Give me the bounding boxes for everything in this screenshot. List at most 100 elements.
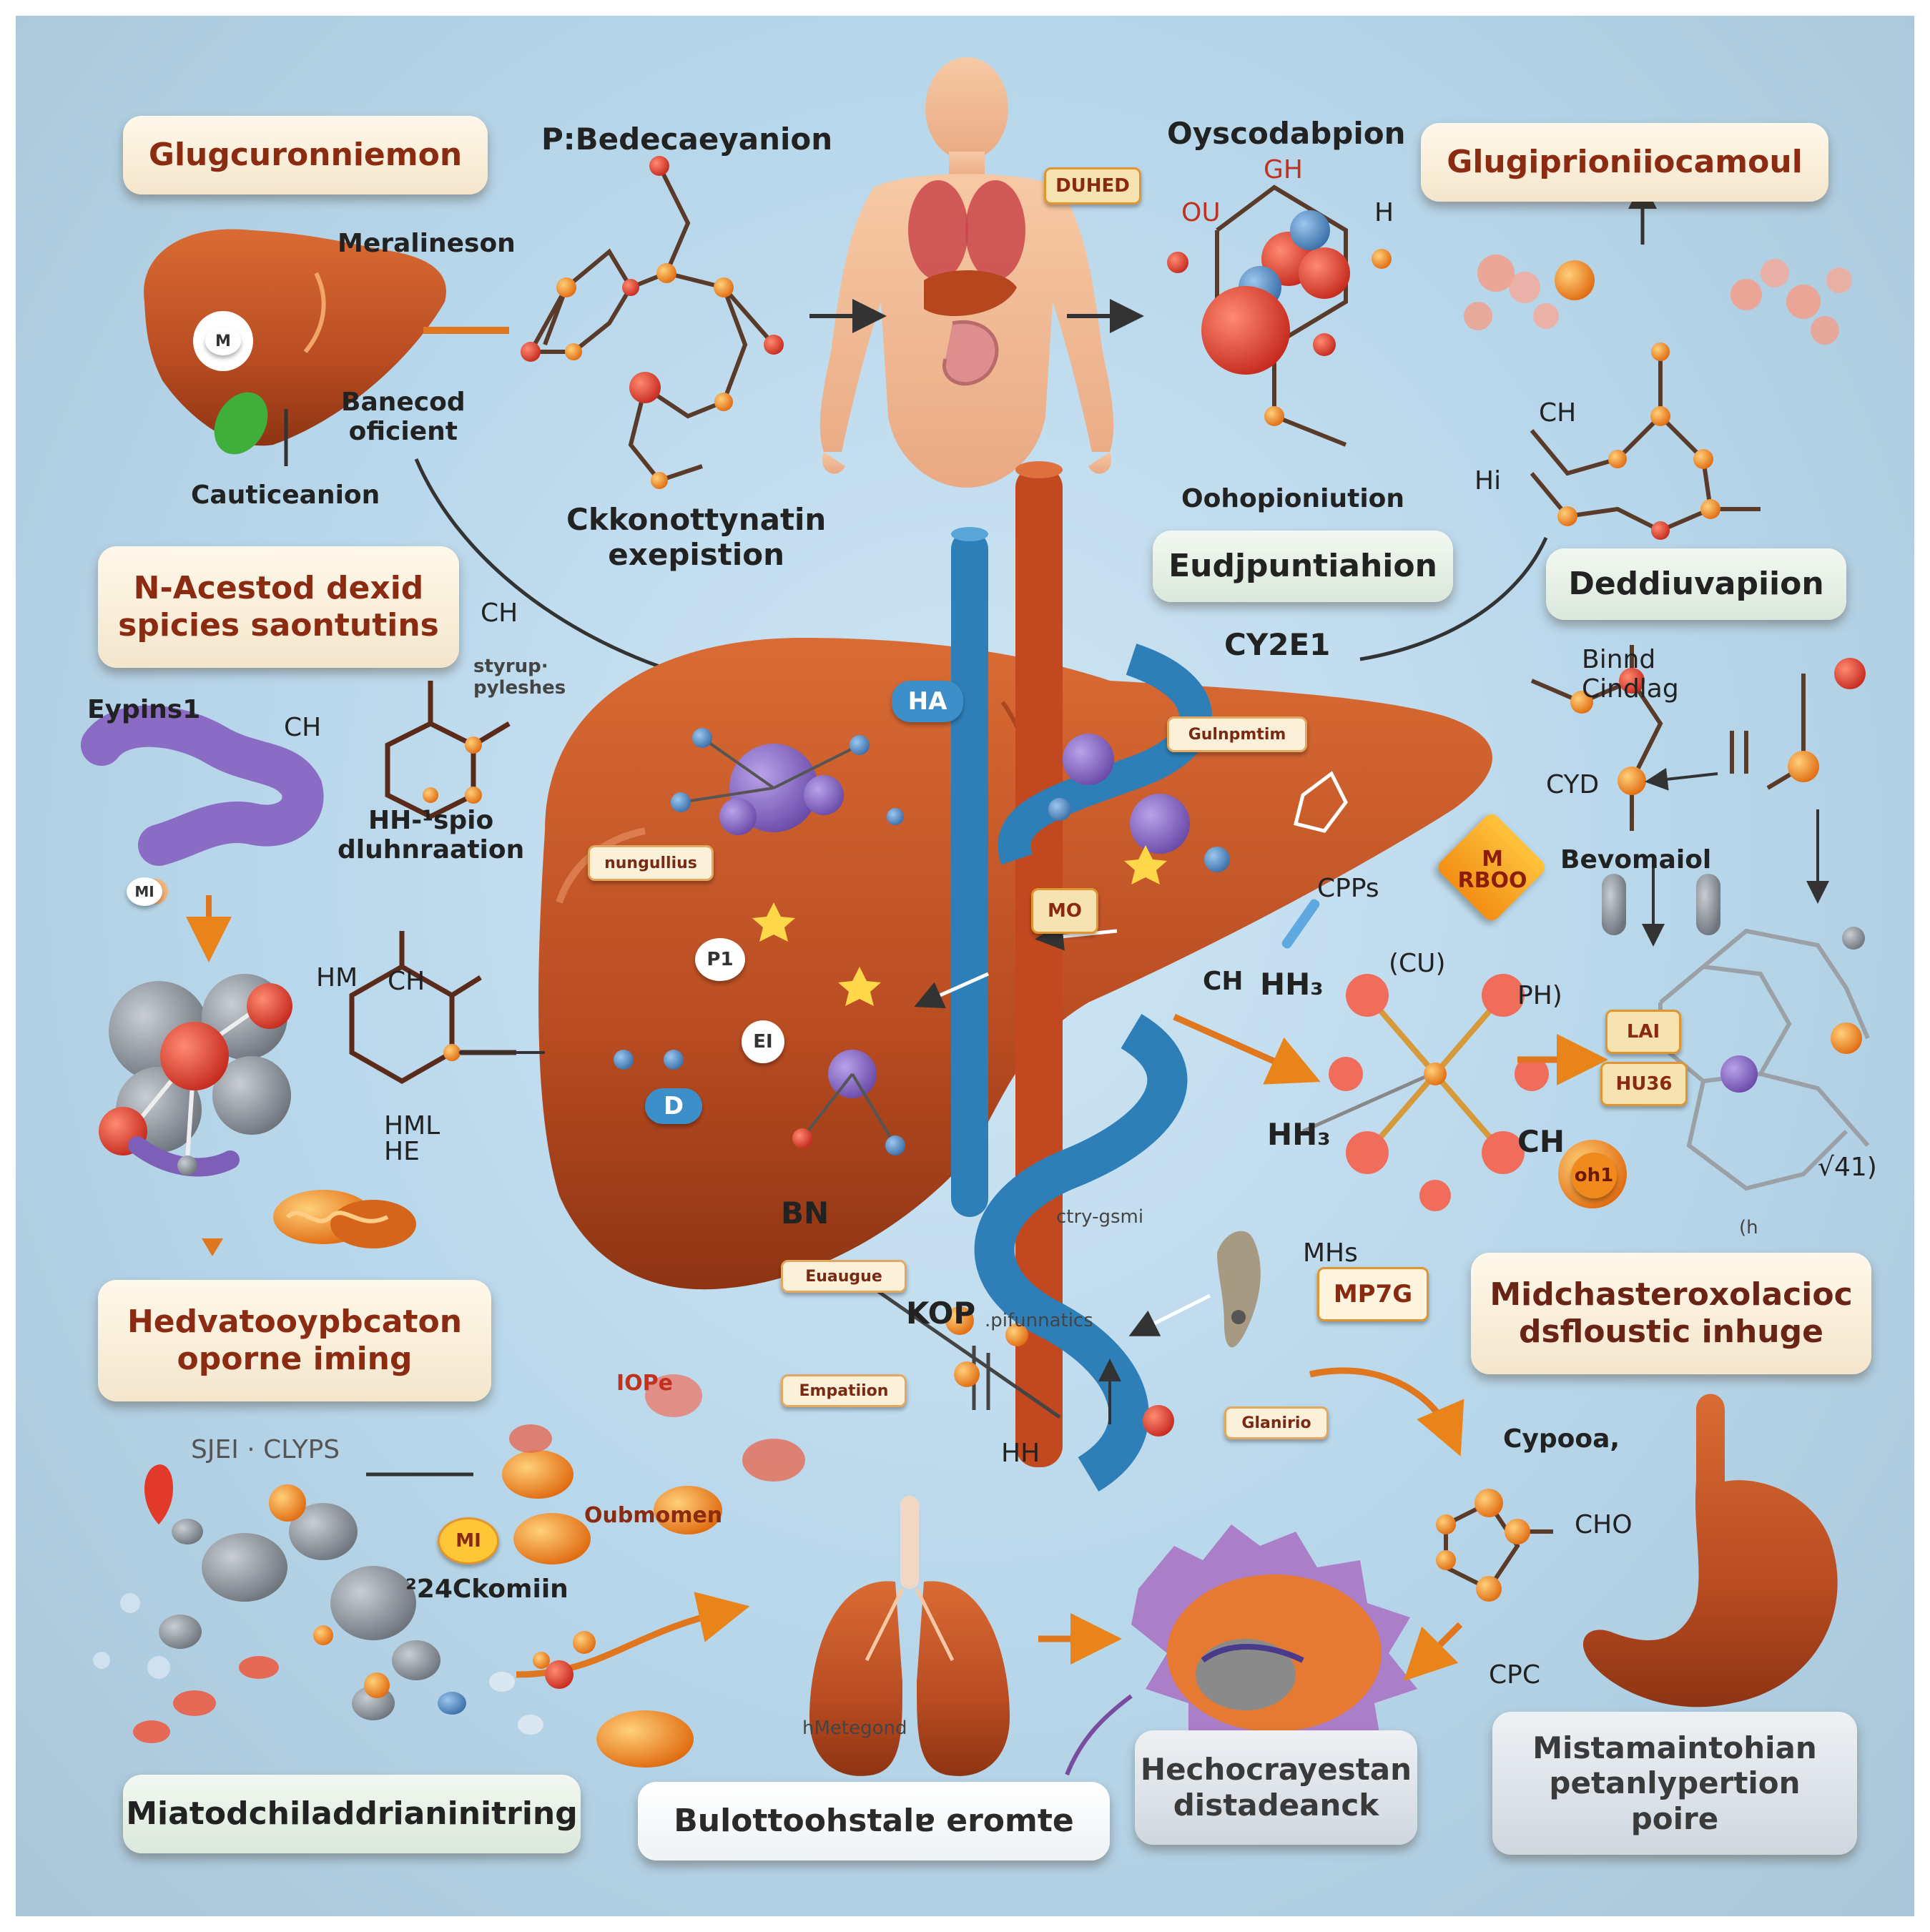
label-ch-top-right: CH <box>1539 398 1577 428</box>
hepatocyte-injury-panel: Hedvatooypbcaton oporne iming <box>98 1280 491 1401</box>
label-cho: CHO <box>1575 1510 1633 1539</box>
label-ch-mid2: CH <box>1517 1124 1565 1159</box>
label-oyscodabpion: Oyscodabpion <box>1167 116 1406 151</box>
tag-mi-badge: MI <box>438 1517 499 1564</box>
tag-p1: P1 <box>695 938 745 981</box>
tag-nungullius: nungullius <box>588 845 714 881</box>
small-liver-icon <box>144 229 446 455</box>
glucuronidation-panel: Glugcuronniemon <box>123 116 488 194</box>
molecule-icon <box>1530 352 1761 533</box>
molecule-icon <box>349 681 516 1085</box>
tag-m-rboo: M RBOO <box>1457 847 1527 893</box>
label-hletegond: hMetegond <box>802 1717 907 1739</box>
hepatocyte-icon <box>1065 1524 1417 1776</box>
label-styrup: styrup· pyleshes <box>473 656 566 699</box>
molecule-icon <box>872 1286 1174 1436</box>
label-sjei-cyps: SJEI · CLYPS <box>191 1435 340 1464</box>
n-acetyl-panel: N-Acestod dexid spicies saontutins <box>98 546 459 668</box>
label-meralineson: Meralineson <box>338 229 516 258</box>
label-cyd: CYD <box>1546 770 1600 799</box>
tag-ei: EI <box>742 1020 784 1063</box>
label-ckonottynatin: Ckkonottynatin exepistion <box>566 502 827 572</box>
mitochondria-icon <box>502 1374 805 1768</box>
label-ch-cu: (CU) <box>1389 949 1446 978</box>
cyp-enzyme-icon <box>81 705 324 905</box>
hydrogen-molecule-icon <box>99 974 292 1177</box>
label-bevomaiol: Bevomaiol <box>1560 845 1712 874</box>
oxidation-molecule-icon <box>1167 184 1392 447</box>
diagram-art <box>81 57 1870 1776</box>
mitochondrial-injury-panel: Midchasteroxolacioc dsfloustic inhuge <box>1471 1253 1871 1374</box>
tag-m1: M <box>205 327 241 355</box>
tag-lai: LAI <box>1605 1010 1681 1054</box>
label-ctyp: ctry-gsmi <box>1056 1206 1144 1228</box>
tag-ha: HA <box>892 681 963 722</box>
label-hml: HML HE <box>384 1111 440 1166</box>
blood-vessels-icon <box>951 461 1212 1492</box>
tag-gutrr: Gulnpmtim <box>1167 716 1307 752</box>
label-cy2e1: CY2E1 <box>1224 627 1331 662</box>
label-ch-mid: CH <box>1203 967 1244 996</box>
bloodstream-panel: Bulottoohstalɐ eromte <box>638 1782 1110 1860</box>
tag-oh: oh1 <box>1571 1153 1617 1198</box>
tag-mp7g: MP7G <box>1317 1267 1429 1321</box>
label-hh-bottom: HH <box>1001 1439 1040 1468</box>
cyp-enzyme-icon <box>614 728 1348 1155</box>
label-hm: HM <box>316 963 358 992</box>
tag-emparion: Empatiion <box>781 1374 907 1407</box>
label-gh: GH <box>1264 155 1303 184</box>
label-oohopiontiution: Oohopioniution <box>1181 484 1405 513</box>
label-v41: √41) <box>1818 1153 1877 1182</box>
molecule-icon <box>1301 974 1549 1211</box>
label-ch-ring: CH <box>284 713 322 742</box>
droplets-icon <box>1464 255 1852 345</box>
tag-mo: MO <box>1031 888 1098 934</box>
label-hh3-b: HH₃ <box>1267 1117 1331 1152</box>
tag-duhed: DUHED <box>1044 167 1141 204</box>
label-kop: KOP <box>906 1296 976 1331</box>
molecule-icon <box>526 164 776 483</box>
diagram-canvas: Glugcuronniemon Glugiprioniiocamoul N-Ac… <box>16 16 1914 1916</box>
label-ohmomen: Oubmomen <box>584 1503 723 1528</box>
label-ph: PH) <box>1517 981 1562 1010</box>
mitochondria-icon <box>273 1190 416 1248</box>
pills-icon <box>93 1464 543 1743</box>
label-cpps: CPPs <box>1317 874 1379 903</box>
human-body-icon <box>819 57 1114 488</box>
label-kop-sub: .pifunnatics <box>985 1310 1093 1331</box>
molecule-icon <box>1658 928 1870 1191</box>
label-hh3: HH₃ <box>1260 967 1324 1002</box>
label-mhs: MHs <box>1303 1238 1358 1268</box>
dedrivation-panel: Deddiuvapiion <box>1546 548 1846 620</box>
euglutathione-panel: Eudjpuntiahion <box>1153 531 1453 602</box>
label-hh-spb: HH-¹spio dluhnraation <box>338 806 525 864</box>
top-right-panel: Glugiprioniiocamoul <box>1421 123 1828 202</box>
label-iope: IOPe <box>616 1371 673 1396</box>
tag-d: D <box>645 1088 702 1124</box>
cell-icon <box>1217 1231 1261 1348</box>
tag-hu36: HU36 <box>1600 1062 1688 1106</box>
label-p-bedecaeyanion: P:Bedecaeyanion <box>541 122 833 157</box>
label-carticeanion: Cauticeanion <box>191 480 380 510</box>
tag-eualugae: Euaugue <box>781 1260 907 1293</box>
mitochondria-panel: Miatodchiladdrianinitring <box>123 1775 581 1853</box>
label-ch: CH <box>481 598 518 628</box>
label-c24: ²24Ckomiin <box>405 1574 568 1604</box>
label-binnd: Binnd Cindlag <box>1582 645 1679 704</box>
molecule-icon <box>1444 1500 1553 1592</box>
stomach-icon <box>1582 1394 1838 1707</box>
label-cpc: CPC <box>1489 1660 1540 1690</box>
label-ch-hex: CH <box>388 967 425 996</box>
tag-glanirio: Glanirio <box>1224 1406 1329 1439</box>
label-ou: OU <box>1181 198 1221 227</box>
tag-mi: MI <box>127 877 162 906</box>
mpt-pore-panel: Mistamaintohian petanlypertion poire <box>1492 1712 1857 1855</box>
lungs-icon <box>809 1496 1010 1776</box>
label-bn: BN <box>781 1196 829 1231</box>
hepatocyte-damage-panel: Hechocrayestan distadeanck <box>1135 1730 1417 1845</box>
label-eypins1: Eypins1 <box>87 695 201 724</box>
label-cypoci: Cypooa, <box>1503 1424 1620 1454</box>
label-hi: Hi <box>1474 466 1502 496</box>
label-h1: (h <box>1739 1217 1758 1238</box>
label-h: H <box>1374 198 1394 227</box>
